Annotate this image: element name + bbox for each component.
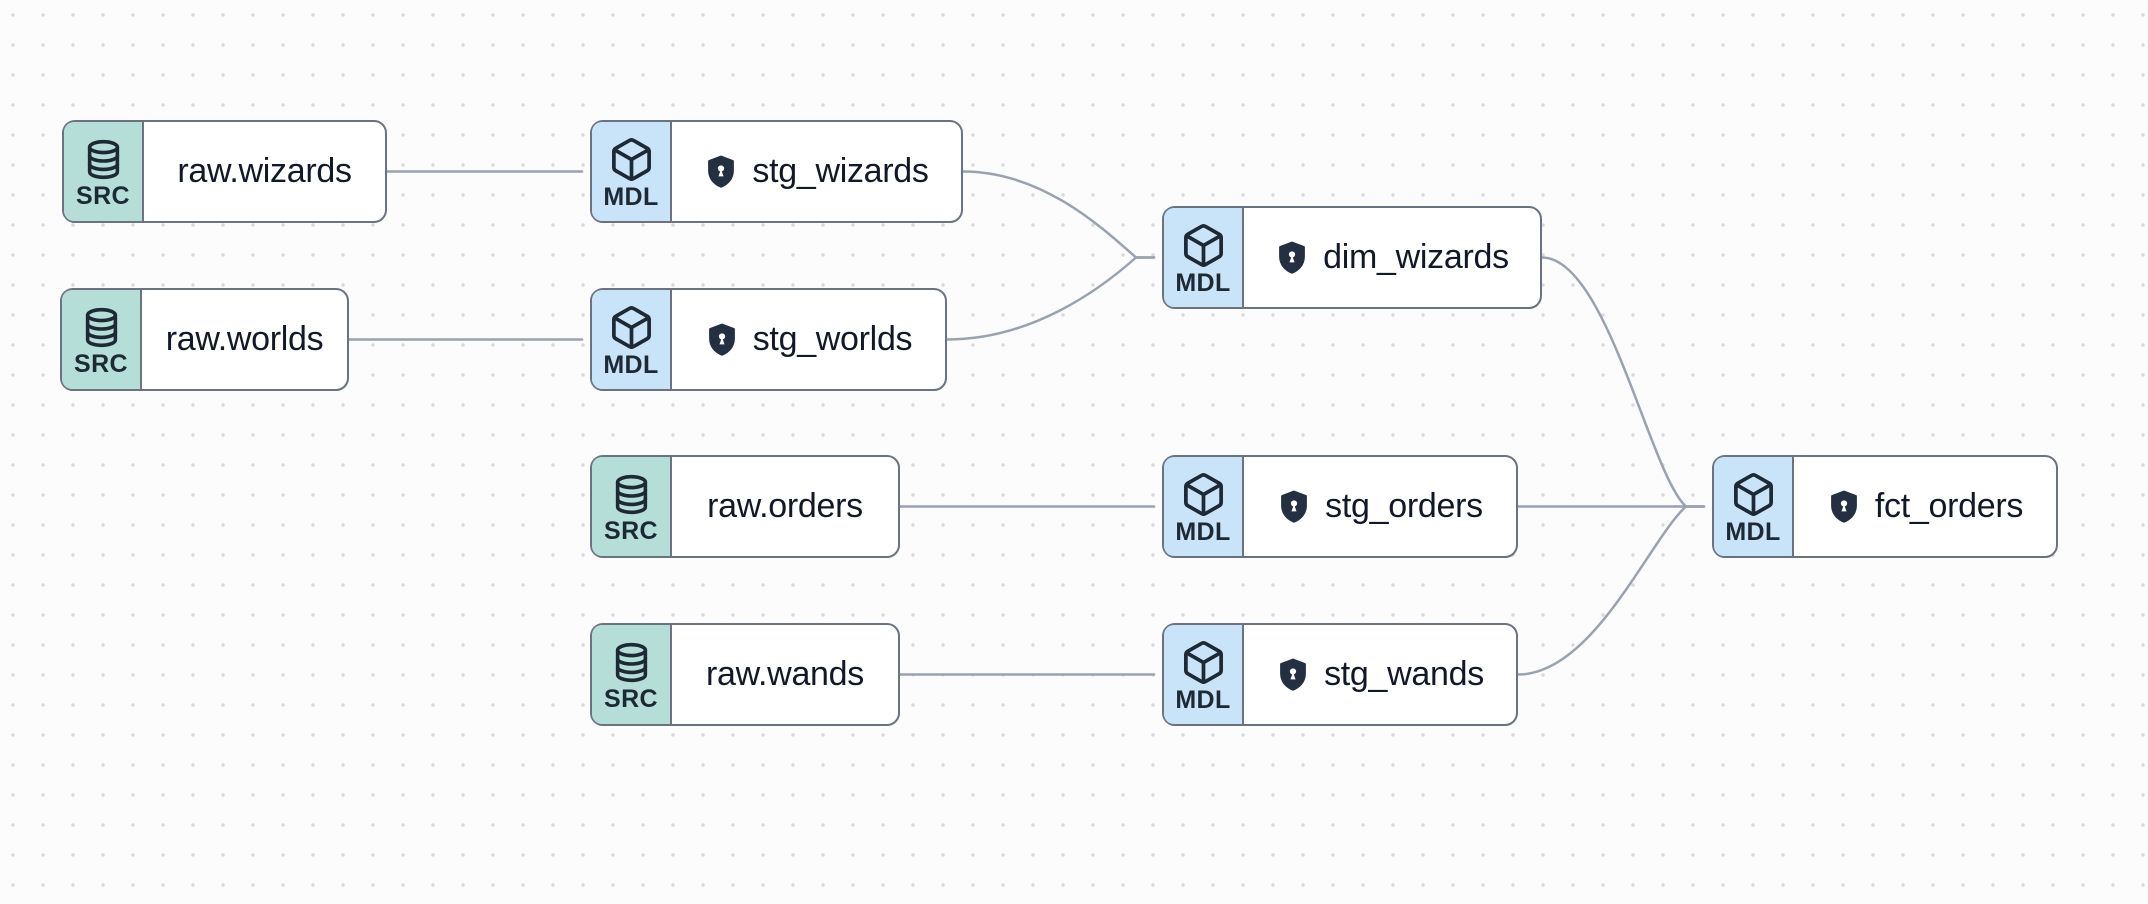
node-type-label: SRC <box>604 684 658 713</box>
node-type-badge: SRC <box>64 122 144 221</box>
node-type-label: MDL <box>603 350 659 379</box>
database-icon <box>615 474 647 514</box>
cube-icon <box>611 137 651 181</box>
database-icon <box>85 307 117 347</box>
lineage-node-raw_orders[interactable]: SRC raw.orders <box>590 455 900 558</box>
node-name-label: stg_orders <box>1325 487 1483 525</box>
node-type-badge: MDL <box>1714 457 1794 556</box>
lineage-edge <box>1516 505 1688 676</box>
lineage-node-stg_orders[interactable]: MDL stg_orders <box>1162 455 1518 558</box>
node-body: raw.wands <box>672 625 898 724</box>
shield-lock-icon <box>1280 658 1306 691</box>
node-body: raw.orders <box>672 457 898 556</box>
node-body: fct_orders <box>1794 457 2056 556</box>
node-name-label: raw.orders <box>707 487 863 525</box>
lineage-node-stg_worlds[interactable]: MDL stg_worlds <box>590 288 947 391</box>
node-type-badge: MDL <box>1164 208 1244 307</box>
node-body: stg_wizards <box>672 122 961 221</box>
database-icon <box>87 139 119 179</box>
node-name-label: fct_orders <box>1874 487 2024 525</box>
node-type-label: MDL <box>1175 685 1231 714</box>
node-name-label: dim_wizards <box>1323 238 1509 276</box>
node-name-label: stg_worlds <box>752 320 913 358</box>
node-type-badge: SRC <box>592 625 672 724</box>
lineage-node-raw_wizards[interactable]: SRC raw.wizards <box>62 120 387 223</box>
lineage-node-raw_wands[interactable]: SRC raw.wands <box>590 623 900 726</box>
database-icon <box>615 642 647 682</box>
cube-icon <box>1733 472 1773 516</box>
node-body: stg_orders <box>1244 457 1516 556</box>
node-type-label: SRC <box>604 516 658 545</box>
node-type-badge: SRC <box>592 457 672 556</box>
node-name-label: raw.wands <box>706 655 864 693</box>
node-type-label: MDL <box>1175 517 1231 546</box>
shield-lock-icon <box>1281 490 1308 523</box>
lineage-edge <box>945 256 1138 341</box>
node-type-badge: MDL <box>1164 457 1244 556</box>
lineage-node-raw_worlds[interactable]: SRC raw.worlds <box>60 288 349 391</box>
lineage-edge <box>1540 256 1688 508</box>
node-type-badge: MDL <box>592 122 672 221</box>
node-body: stg_worlds <box>672 290 945 389</box>
node-name-label: raw.worlds <box>165 320 324 358</box>
node-type-badge: SRC <box>62 290 142 389</box>
cube-icon <box>1183 472 1223 516</box>
node-body: raw.worlds <box>142 290 347 389</box>
cube-icon <box>1183 223 1223 267</box>
lineage-node-fct_orders[interactable]: MDL fct_orders <box>1712 455 2058 558</box>
shield-lock-icon <box>1279 241 1306 274</box>
lineage-node-stg_wizards[interactable]: MDL stg_wizards <box>590 120 963 223</box>
shield-lock-icon <box>1831 490 1857 523</box>
node-body: dim_wizards <box>1244 208 1540 307</box>
node-name-label: raw.wizards <box>177 152 352 190</box>
node-type-badge: MDL <box>592 290 672 389</box>
cube-icon <box>1183 640 1223 684</box>
node-name-label: stg_wizards <box>752 152 929 190</box>
node-type-label: SRC <box>74 349 128 378</box>
cube-icon <box>611 305 651 349</box>
node-name-label: stg_wands <box>1324 655 1484 693</box>
lineage-edge <box>961 170 1138 259</box>
node-type-label: SRC <box>76 181 130 210</box>
node-body: stg_wands <box>1244 625 1516 724</box>
node-type-label: MDL <box>1175 268 1231 297</box>
node-type-label: MDL <box>603 182 659 211</box>
shield-lock-icon <box>708 155 735 188</box>
lineage-node-dim_wizards[interactable]: MDL dim_wizards <box>1162 206 1542 309</box>
node-body: raw.wizards <box>144 122 385 221</box>
node-type-label: MDL <box>1725 517 1781 546</box>
node-type-badge: MDL <box>1164 625 1244 724</box>
lineage-node-stg_wands[interactable]: MDL stg_wands <box>1162 623 1518 726</box>
shield-lock-icon <box>708 323 735 356</box>
